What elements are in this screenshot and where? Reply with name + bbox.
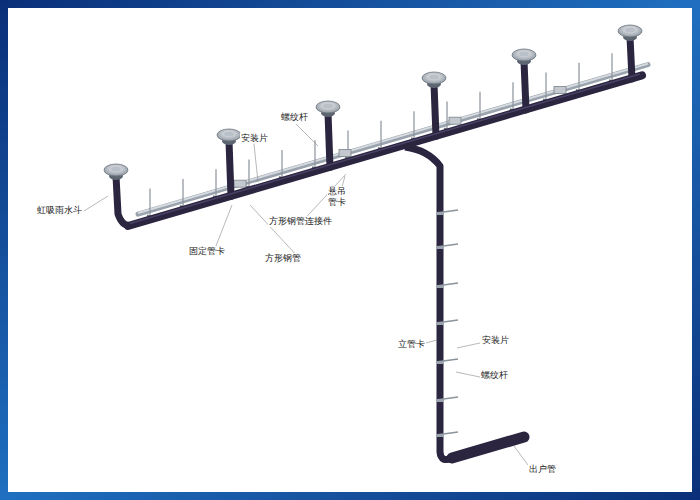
threaded-rod [281, 150, 282, 178]
part-label: 虹吸雨水斗 [36, 205, 83, 216]
part-label: 悬吊 管卡 [327, 186, 349, 208]
riser-clip [436, 399, 444, 402]
part-label: 立管卡 [397, 339, 426, 350]
main-pipe [128, 75, 642, 226]
drop-pipe [434, 84, 436, 136]
riser-clip [436, 361, 444, 364]
siphon-hopper [618, 25, 642, 37]
steel-pipe-highlight [138, 64, 648, 213]
part-label: 螺纹杆 [280, 112, 309, 123]
threaded-rod [380, 121, 381, 149]
threaded-rod [545, 73, 546, 101]
steel-pipe-connector [234, 180, 246, 187]
hopper-cap [224, 132, 234, 137]
threaded-rod [314, 140, 315, 168]
threaded-rod [248, 160, 249, 188]
steel-pipe-connector [339, 149, 351, 156]
square-steel-pipe [138, 65, 648, 214]
riser-clip [436, 285, 444, 288]
riser-clip [436, 212, 444, 215]
part-label: 固定管卡 [188, 246, 226, 257]
leader-line [84, 196, 108, 211]
threaded-rod [446, 102, 447, 130]
leader-line [296, 124, 318, 146]
leader-line [457, 343, 480, 348]
riser-clip [436, 246, 444, 249]
hopper-cap [323, 104, 333, 109]
siphon-hopper [512, 49, 536, 61]
threaded-rod [512, 82, 513, 110]
threaded-rod [182, 179, 183, 207]
threaded-rod [149, 189, 150, 217]
riser-clip [436, 434, 444, 437]
riser-clip [436, 322, 444, 325]
drop-pipe [524, 61, 526, 110]
siphon-hopper [316, 101, 340, 113]
drop-pipe [116, 176, 130, 225]
threaded-rod [215, 169, 216, 197]
pipe-system [84, 25, 648, 465]
drop-pipe [630, 37, 632, 79]
drop-pipe [328, 113, 330, 167]
steel-pipe-connector [449, 117, 461, 124]
threaded-rod [479, 92, 480, 120]
siphon-hopper [217, 129, 241, 141]
threaded-rod [413, 111, 414, 139]
leader-line [456, 372, 480, 377]
background [8, 8, 692, 492]
hopper-cap [111, 167, 121, 172]
part-label: 安装片 [240, 133, 269, 144]
steel-pipe-connector [554, 86, 566, 93]
part-label: 出户管 [528, 464, 557, 475]
drop-pipe [229, 141, 231, 196]
part-label: 安装片 [481, 335, 510, 346]
hopper-cap [625, 28, 635, 33]
siphon-hopper [422, 72, 446, 84]
leader-line [250, 205, 300, 259]
leader-line [514, 446, 528, 465]
pipe-shine [130, 74, 640, 223]
threaded-rod [611, 53, 612, 81]
hopper-cap [429, 75, 439, 80]
outlet-pipe [452, 437, 524, 458]
leader-line [254, 144, 258, 182]
part-label: 方形钢管 [264, 253, 302, 264]
hopper-cap [519, 52, 529, 57]
siphon-hopper [104, 164, 128, 176]
part-label: 方形钢管连接件 [268, 216, 333, 227]
leader-line [214, 205, 232, 251]
threaded-rod [578, 63, 579, 91]
part-label: 螺纹杆 [480, 370, 509, 381]
downpipe [405, 147, 524, 460]
